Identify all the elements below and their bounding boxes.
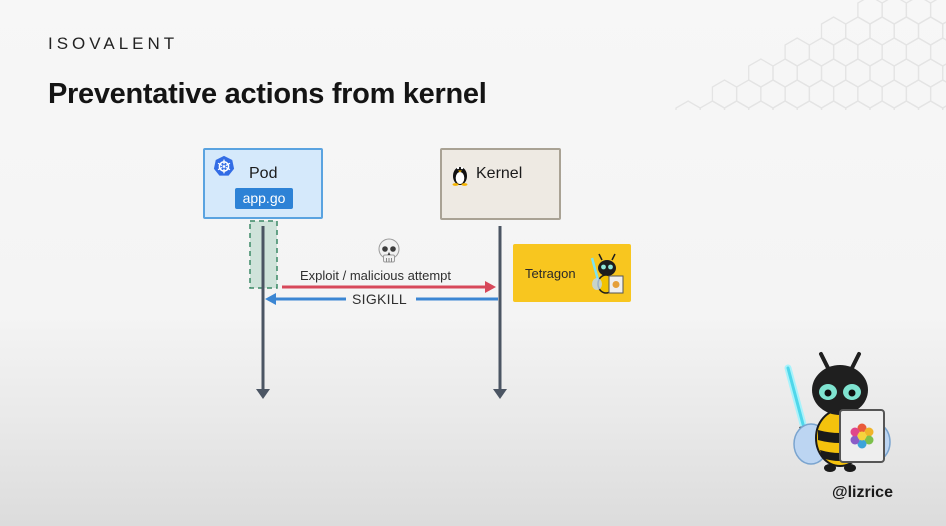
kernel-lifeline-arrowhead <box>493 389 507 399</box>
hexagon-cell <box>917 100 944 110</box>
hexagon-cell <box>675 100 701 110</box>
bee-mascot-icon <box>784 352 891 472</box>
pod-box: Pod app.go <box>203 148 323 219</box>
sigkill-arrowhead <box>265 293 276 305</box>
hexagon-cell <box>893 100 920 110</box>
tetragon-box: Tetragon <box>513 244 631 302</box>
hexagon-cell <box>772 100 798 110</box>
hexagon-pattern <box>675 0 946 110</box>
speaker-handle: @lizrice <box>832 484 893 501</box>
kubernetes-icon <box>213 155 235 176</box>
pod-lifeline-arrowhead <box>256 389 270 399</box>
hexagon-cell <box>796 100 823 110</box>
tetragon-label: Tetragon <box>525 266 576 281</box>
kernel-box: Kernel <box>440 148 561 220</box>
hexagon-cell <box>820 100 847 110</box>
hexagon-cell <box>723 100 750 110</box>
hexagon-cell <box>748 100 774 110</box>
brand-logo: ISOVALENT <box>48 34 179 53</box>
sigkill-arrow-label: SIGKILL <box>352 291 408 307</box>
hexagon-cell <box>869 100 895 110</box>
slide-title: Preventative actions from kernel <box>48 78 487 110</box>
app-go-badge: app.go <box>235 188 293 209</box>
exploit-arrowhead <box>485 281 496 293</box>
hexagon-cell <box>845 100 871 110</box>
kernel-label: Kernel <box>476 165 523 182</box>
exploit-arrow-label: Exploit / malicious attempt <box>300 268 452 283</box>
skull-icon <box>378 238 400 263</box>
hexagon-cell <box>699 100 726 110</box>
tetragon-bee-icon <box>590 253 624 294</box>
pod-label: Pod <box>249 165 278 182</box>
linux-tux-icon <box>452 166 468 186</box>
